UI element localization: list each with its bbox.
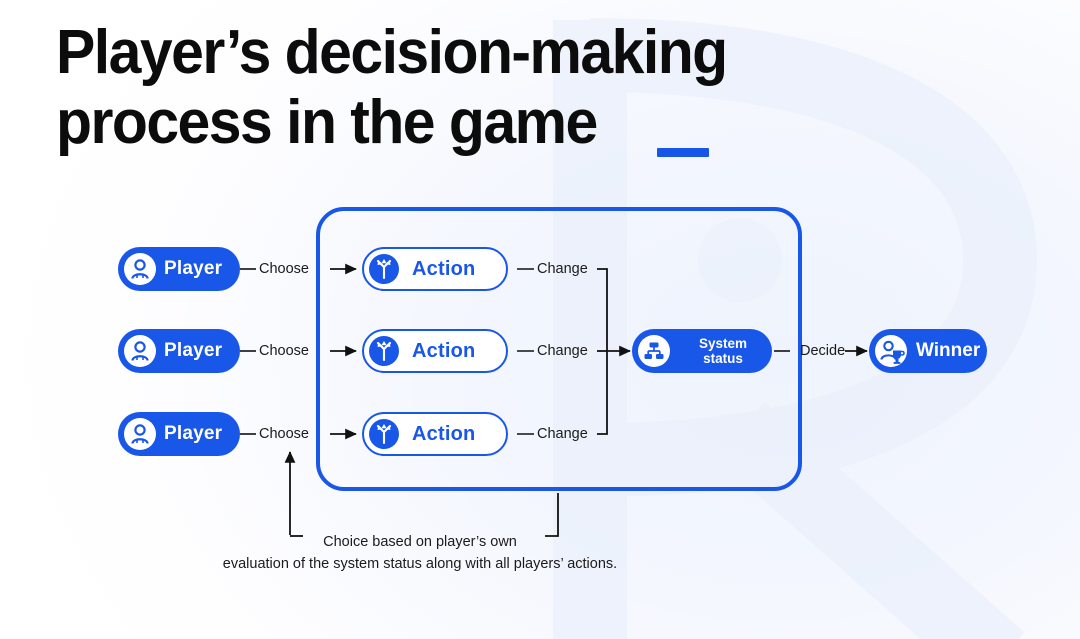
node-system-status[interactable]: System status <box>632 329 772 373</box>
connector-label-change-1: Change <box>537 261 588 277</box>
node-action-3[interactable]: Action <box>362 412 508 456</box>
node-system-status-label: System status <box>698 335 748 366</box>
node-winner-label: Winner <box>916 340 981 361</box>
branching-arrows-icon <box>368 335 400 367</box>
person-trophy-icon <box>874 334 908 368</box>
page-title-line2: process in the game <box>56 88 598 158</box>
process-container-box <box>316 207 802 491</box>
node-action-3-label: Action <box>412 422 476 445</box>
page-title-line1: Player’s decision-making <box>56 18 728 87</box>
node-player-2-label: Player <box>164 340 223 361</box>
connector-label-choose-2: Choose <box>259 343 309 359</box>
node-winner[interactable]: Winner <box>869 329 987 373</box>
person-icon <box>123 334 157 368</box>
node-player-3[interactable]: Player <box>118 412 240 456</box>
node-player-1[interactable]: Player <box>118 247 240 291</box>
connector-label-choose-3: Choose <box>259 426 309 442</box>
node-action-1-label: Action <box>412 257 476 280</box>
connector-label-decide: Decide <box>800 343 846 359</box>
feedback-caption: Choice based on player’s own evaluation … <box>222 534 618 573</box>
watermark-r-logo <box>553 18 1038 639</box>
page-title: Player’s decision-making process in the … <box>56 18 835 158</box>
branching-arrows-icon <box>368 253 400 285</box>
connector-label-change-3: Change <box>537 426 588 442</box>
node-action-1[interactable]: Action <box>362 247 508 291</box>
node-action-2-label: Action <box>412 339 476 362</box>
person-icon <box>123 252 157 286</box>
hierarchy-icon <box>637 334 671 368</box>
connector-label-choose-1: Choose <box>259 261 309 277</box>
person-icon <box>123 417 157 451</box>
node-action-2[interactable]: Action <box>362 329 508 373</box>
branching-arrows-icon <box>368 418 400 450</box>
node-player-3-label: Player <box>164 423 223 444</box>
node-player-1-label: Player <box>164 258 223 279</box>
node-player-2[interactable]: Player <box>118 329 240 373</box>
connector-label-change-2: Change <box>537 343 588 359</box>
title-underline-accent <box>657 148 709 157</box>
